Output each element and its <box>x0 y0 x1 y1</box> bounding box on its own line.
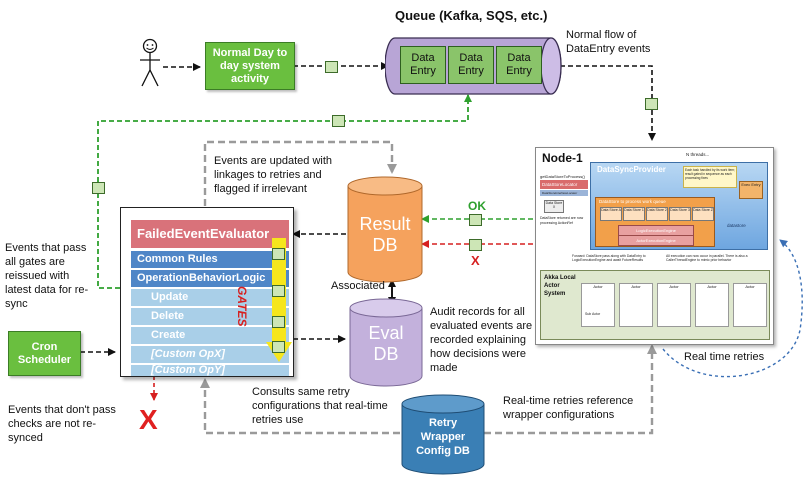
forward-note: Forward: DataStore pass along with DataE… <box>572 254 646 263</box>
gate-check <box>272 285 285 297</box>
consults-note: Consults same retry configurations that … <box>252 386 388 426</box>
realtime-ref-note: Real-time retries reference wrapper conf… <box>503 395 634 421</box>
event-packet <box>325 61 338 73</box>
actor-2: Actor <box>619 283 653 327</box>
event-packet <box>469 239 482 251</box>
ok-label: OK <box>468 199 486 213</box>
result-db-label: Result DB <box>359 214 411 255</box>
op-custom-y: [Custom OpY] <box>131 365 289 376</box>
evaluator-title: FailedEventEvaluator <box>131 220 289 248</box>
datastore-x-box: Data Store X <box>544 200 564 213</box>
datastore-interface-box: DataStoreInterfaceLocator <box>540 190 588 196</box>
op-delete: Delete <box>131 308 289 325</box>
dispatch-note-box: Each task handled by its work item; resu… <box>683 166 737 188</box>
queue-entry: Data Entry <box>448 46 494 84</box>
node-panel: Node-1 DataSyncProvider Each task handle… <box>535 147 774 345</box>
not-pass-note: Events that don't pass checks are not re… <box>8 404 116 444</box>
eval-db-cylinder <box>349 298 423 387</box>
event-packet <box>645 98 658 110</box>
actor-3: Actor <box>657 283 691 327</box>
gates-label: GATES <box>235 286 249 327</box>
retry-db-label: Retry Wrapper Config DB <box>416 417 470 457</box>
rule-operation-behavior: OperationBehaviorLogic <box>131 270 289 287</box>
datasync-provider-block: DataSyncProvider Each task handled by it… <box>590 162 768 250</box>
data-store-2: Data Store 2 <box>646 207 668 221</box>
exec-entry-box: Exec Entry <box>739 181 763 199</box>
get-datastore-label: getDataStoreToProcess() <box>540 174 585 179</box>
actor-sub-label: Sub Actor <box>585 312 601 316</box>
actor-4: Actor <box>695 283 729 327</box>
realtime-retries-label: Real time retries <box>684 351 765 363</box>
arrow-reissue-to-queue <box>97 94 472 289</box>
cron-scheduler-label: Cron Scheduler <box>17 340 72 366</box>
audit-note: Audit records for all evaluated events a… <box>430 306 533 374</box>
user-stick-figure-icon <box>140 38 160 87</box>
arrow-eval-update-result <box>203 140 397 206</box>
data-store-1: Data Store 1 <box>623 207 645 221</box>
events-updated-note: Events are updated with linkages to retr… <box>214 155 333 195</box>
result-db-cylinder <box>347 176 423 283</box>
data-store-z: Data Store Z <box>692 207 714 221</box>
op-update: Update <box>131 289 289 306</box>
data-store-3: Data Store 3 <box>669 207 691 221</box>
gate-check <box>272 248 285 260</box>
op-custom-x: [Custom OpX] <box>131 346 289 363</box>
dispatch-note: Each task handled by its work item; resu… <box>685 168 735 180</box>
data-store-a: Data Store A <box>600 207 622 221</box>
retry-db-cylinder <box>401 394 485 475</box>
event-packet <box>469 214 482 226</box>
event-packet <box>92 182 105 194</box>
queue-entry: Data Entry <box>400 46 446 84</box>
arrow-retrydb-to-node <box>484 344 657 435</box>
queue-title: Queue (Kafka, SQS, etc.) <box>395 8 548 23</box>
datasync-provider-title: DataSyncProvider <box>597 165 666 174</box>
normal-activity-box: Normal Day to day system activity <box>205 42 295 90</box>
normal-activity-label: Normal Day to day system activity <box>212 46 288 85</box>
rule-common: Common Rules <box>131 251 289 268</box>
actor-1: Actor <box>581 283 615 327</box>
akka-label: Akka Local Actor System <box>544 275 576 297</box>
datastore-returned-note: DataStore returned are now processing Ac… <box>540 216 584 225</box>
reissue-note: Events that pass all gates are reissued … <box>5 242 89 310</box>
actor-5: Actor <box>733 283 767 327</box>
evaluator-panel: FailedEventEvaluator Common Rules Operat… <box>120 207 294 377</box>
gate-check <box>272 341 285 353</box>
actor-engine-box: ActorExecutionEngine <box>618 235 694 246</box>
eval-db-label: Eval DB <box>368 323 404 364</box>
normal-flow-note: Normal flow of DataEntry events <box>566 29 651 55</box>
n-threads-label: N threads... <box>686 152 710 157</box>
arrow-queue-to-node <box>560 65 656 141</box>
akka-system-block: Akka Local Actor System Actor Actor Acto… <box>540 270 770 340</box>
datastore-process-label: DataStore to process work queue <box>599 199 666 204</box>
event-packet <box>332 115 345 127</box>
datastore-locator-box: DataStoreLocator <box>540 180 588 189</box>
op-create: Create <box>131 327 289 344</box>
big-x-mark: X <box>139 404 158 435</box>
fail-x-label: X <box>471 253 480 268</box>
exec-entry-label: Exec Entry <box>741 182 761 187</box>
associated-label: Associated <box>331 280 385 292</box>
gate-check <box>272 316 285 328</box>
node-title: Node-1 <box>542 151 583 165</box>
parallel-note: All execution can now occur in parallel.… <box>666 254 748 263</box>
datastore-side-label: datastore <box>727 223 746 228</box>
cron-scheduler-box: Cron Scheduler <box>8 331 81 376</box>
datastore-process-box: DataStore to process work queue Data Sto… <box>595 197 715 247</box>
queue-entry: Data Entry <box>496 46 542 84</box>
